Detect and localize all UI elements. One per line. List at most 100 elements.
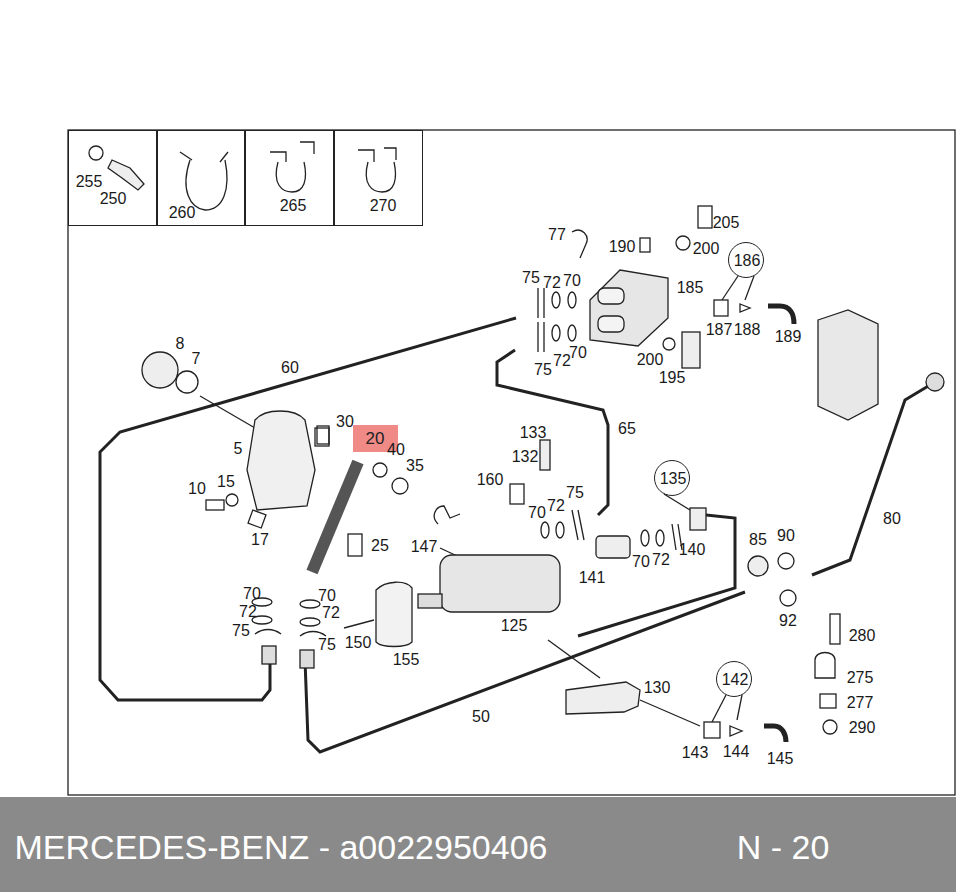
callout-number: 145 — [767, 751, 794, 767]
callout-number: 85 — [749, 532, 767, 548]
callout-number: 205 — [713, 215, 740, 231]
bolt — [698, 206, 712, 228]
nut — [392, 478, 408, 494]
callout-number: 147 — [411, 539, 438, 555]
callout-number: 270 — [370, 198, 397, 214]
callout-number: 265 — [280, 198, 307, 214]
clip — [572, 230, 587, 258]
valve-block — [590, 270, 668, 346]
pipe-clip — [358, 148, 396, 192]
callout-number: 5 — [234, 441, 243, 457]
callout-number: 160 — [477, 472, 504, 488]
callout-number: 141 — [579, 570, 606, 586]
callout-number: 72 — [547, 498, 565, 514]
relay-valve — [818, 310, 878, 420]
callout-number: 260 — [169, 205, 196, 221]
pipe-end — [300, 650, 314, 668]
bracket-line — [712, 695, 726, 722]
fitting — [317, 426, 329, 444]
callout-number: 20 — [366, 431, 385, 447]
fitting — [926, 373, 944, 391]
callout-number: 72 — [239, 604, 257, 620]
spacer — [820, 694, 836, 708]
callout-number: 125 — [501, 618, 528, 634]
callout-number: 185 — [677, 280, 704, 296]
bracket-line — [722, 276, 738, 300]
callout-number: 255 — [76, 174, 103, 190]
callout-number: 8 — [176, 336, 185, 352]
callout-number: 75 — [318, 637, 336, 653]
callout-number: 144 — [723, 744, 750, 760]
callout-number: 15 — [217, 474, 235, 490]
bolt — [510, 484, 524, 504]
callout-number: 155 — [393, 652, 420, 668]
callout-number: 140 — [679, 542, 706, 558]
pipe-clip — [270, 142, 314, 192]
elbow-fitting — [768, 306, 794, 324]
callout-number: 200 — [693, 241, 720, 257]
callout-number: 277 — [847, 695, 874, 711]
clamp — [815, 653, 835, 679]
leader-line — [640, 700, 700, 726]
callout-number: 7 — [192, 351, 201, 367]
callout-number: 132 — [512, 449, 539, 465]
bolt — [206, 500, 224, 510]
callout-number: 35 — [406, 458, 424, 474]
callout-number: 17 — [251, 532, 269, 548]
callout-number: 133 — [520, 425, 547, 441]
valve-port — [598, 288, 624, 304]
callout-number: 40 — [387, 442, 405, 458]
nut — [823, 720, 837, 734]
callout-number: 280 — [849, 628, 876, 644]
o-rings — [252, 288, 682, 636]
footer-band: MERCEDES-BENZ - a0022950406N - 20 — [0, 797, 956, 892]
seal-ring — [176, 371, 198, 393]
callout-number: 25 — [371, 538, 389, 554]
callout-number: 195 — [659, 370, 686, 386]
callout-number: 77 — [548, 227, 566, 243]
group-circle: 142 — [716, 661, 752, 697]
washer — [373, 463, 387, 477]
footer-text: MERCEDES-BENZ - a0022950406 — [15, 829, 548, 865]
washer — [663, 338, 675, 350]
inset-cell: 255250 — [68, 130, 157, 226]
callout-number: 290 — [849, 720, 876, 736]
callout-number: 200 — [637, 352, 664, 368]
pin — [344, 620, 374, 628]
pad — [248, 510, 266, 528]
bolt — [640, 238, 650, 252]
callout-number: 70 — [528, 505, 546, 521]
tee-fitting — [714, 300, 728, 316]
bracket-line — [664, 494, 690, 510]
bolt — [315, 428, 329, 446]
callout-number: 135 — [660, 471, 687, 487]
seal-ring — [89, 146, 103, 160]
callout-number: 190 — [609, 239, 636, 255]
bleed-valve — [540, 440, 550, 470]
callout-number: 50 — [472, 709, 490, 725]
callout-number: 70 — [569, 345, 587, 361]
bolt — [830, 614, 840, 644]
callout-number: 250 — [100, 191, 127, 207]
inset-cell: 260 — [157, 130, 245, 226]
callout-number: 189 — [775, 329, 802, 345]
group-circle: 186 — [728, 242, 764, 278]
callout-number: 72 — [652, 552, 670, 568]
callout-number: 30 — [336, 414, 354, 430]
callout-number: 75 — [522, 270, 540, 286]
washer — [226, 494, 238, 506]
callout-number: 72 — [553, 353, 571, 369]
cap — [142, 352, 178, 388]
fitting — [596, 536, 630, 558]
gasket-plate — [376, 582, 412, 646]
callout-number: 70 — [563, 273, 581, 289]
callout-number: 70 — [632, 554, 650, 570]
pipe-end — [262, 646, 276, 664]
callout-number: 188 — [734, 322, 761, 338]
fitting — [730, 726, 742, 736]
callout-number: 92 — [779, 613, 797, 629]
tee-fitting — [704, 722, 720, 738]
callout-number: 186 — [734, 253, 761, 269]
bracket-line — [737, 695, 742, 720]
pipe — [578, 515, 735, 636]
